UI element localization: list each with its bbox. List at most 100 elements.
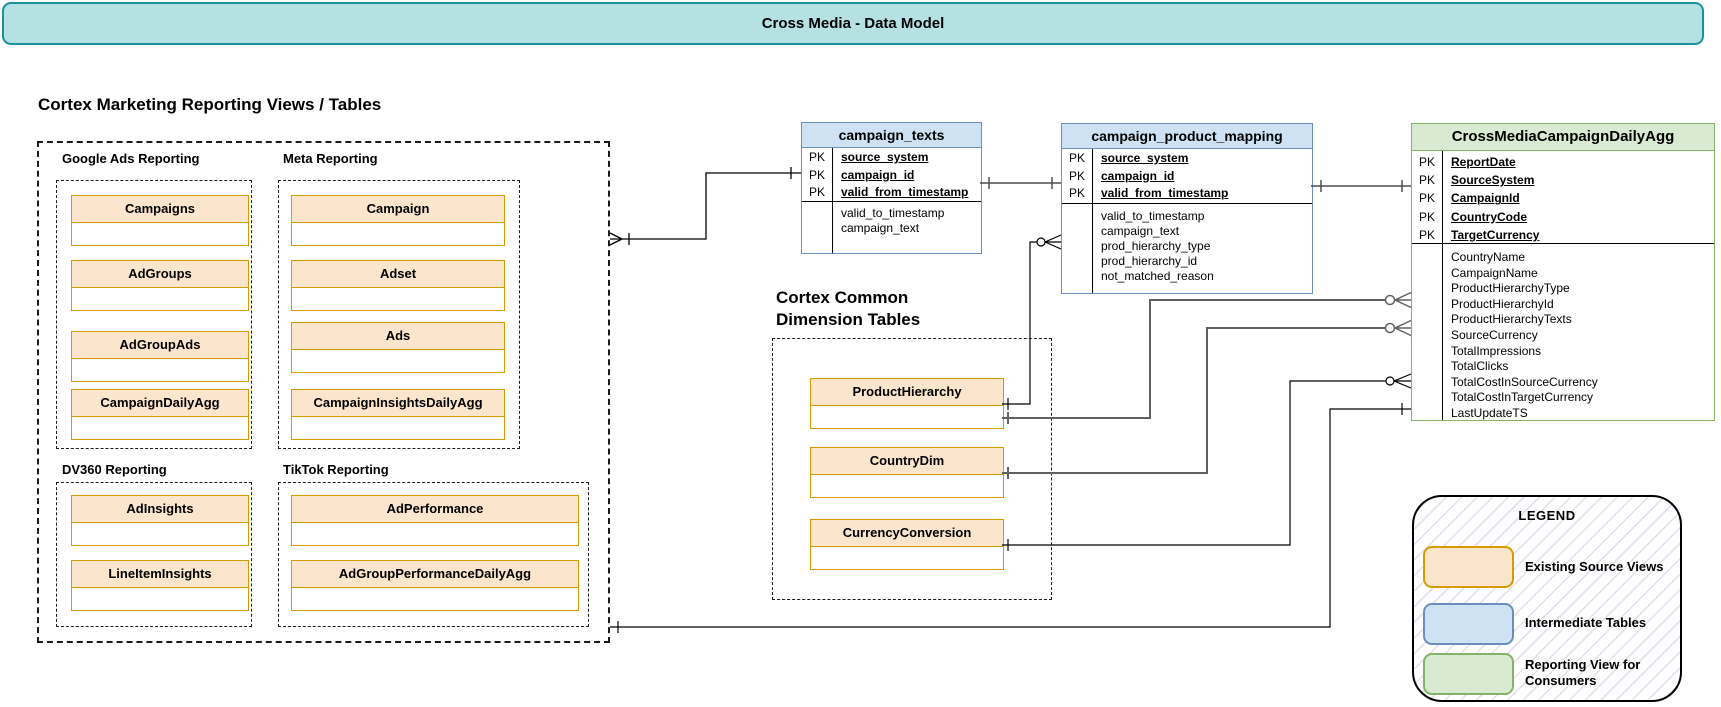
entity-body — [292, 350, 504, 372]
entity-lineiteminsights: LineItemInsights — [71, 560, 249, 611]
entity-body — [811, 547, 1003, 569]
field: campaign_text — [841, 221, 920, 235]
legend-swatch-existing-source-views — [1423, 546, 1514, 588]
pk-fields: source_system campaign_id valid_from_tim… — [1093, 149, 1312, 203]
pk-label: PK — [808, 185, 825, 200]
field: TotalImpressions — [1451, 343, 1542, 358]
entity-body — [72, 588, 248, 610]
rel-marketing-to-campaign-texts — [609, 167, 801, 246]
dimensions-heading-line2: Dimension Tables — [776, 310, 921, 329]
pk-section: PK PK PK source_system campaign_id valid… — [1062, 149, 1312, 204]
entity-title: AdPerformance — [292, 496, 578, 523]
field: campaign_id — [841, 167, 915, 182]
entity-body — [292, 523, 578, 545]
pk-label: PK — [1068, 186, 1085, 201]
group-label-google-ads: Google Ads Reporting — [62, 151, 200, 166]
entity-campaigninsightsdailyagg: CampaignInsightsDailyAgg — [291, 389, 505, 440]
table-crossmediacampaigndailyagg: CrossMediaCampaignDailyAgg PK PK PK PK P… — [1411, 123, 1715, 421]
entity-body — [72, 223, 248, 245]
legend-label: Reporting View for Consumers — [1525, 657, 1641, 688]
field: TotalCostInSourceCurrency — [1451, 374, 1598, 389]
marketing-section-box — [37, 141, 610, 643]
field: SourceCurrency — [1451, 327, 1538, 342]
pk-column-empty — [802, 202, 833, 253]
group-label-meta: Meta Reporting — [283, 151, 378, 166]
entity-title: Campaigns — [72, 196, 248, 223]
pk-label: PK — [808, 167, 825, 182]
field: prod_hierarchy_type — [1101, 239, 1211, 253]
pk-section: PK PK PK PK PK ReportDate SourceSystem C… — [1412, 151, 1714, 244]
entity-title: AdInsights — [72, 496, 248, 523]
entity-body — [72, 288, 248, 310]
pk-label: PK — [1418, 227, 1435, 242]
field: not_matched_reason — [1101, 269, 1214, 283]
title-banner: Cross Media - Data Model — [2, 2, 1704, 45]
legend: LEGEND Existing Source Views Intermediat… — [1412, 495, 1682, 702]
field: valid_from_timestamp — [841, 185, 969, 200]
field: prod_hierarchy_id — [1101, 254, 1198, 268]
entity-body — [292, 288, 504, 310]
dimensions-heading-line1: Cortex Common — [776, 288, 909, 307]
field: campaign_id — [1101, 168, 1175, 183]
entity-adset: Adset — [291, 260, 505, 311]
pk-column-empty — [1062, 204, 1093, 293]
pk-label: PK — [1068, 151, 1085, 165]
field: ProductHierarchyTexts — [1451, 312, 1572, 327]
legend-label: Intermediate Tables — [1525, 615, 1647, 630]
pk-column: PK PK PK — [1062, 149, 1093, 203]
entity-title: CurrencyConversion — [811, 520, 1003, 547]
entity-title: AdGroupPerformanceDailyAgg — [292, 561, 578, 588]
body-section: CountryName CampaignName ProductHierarch… — [1412, 244, 1714, 420]
group-box-google-ads — [56, 180, 252, 449]
field: campaign_text — [1101, 224, 1180, 238]
entity-title: ProductHierarchy — [811, 379, 1003, 406]
pk-column-empty — [1412, 244, 1443, 420]
entity-body — [292, 223, 504, 245]
legend-swatch-reporting-view — [1423, 653, 1514, 695]
entity-body — [72, 417, 248, 439]
rel-countrydim-to-cross — [1002, 319, 1412, 479]
field: SourceSystem — [1451, 173, 1535, 188]
field: TotalCostInTargetCurrency — [1451, 390, 1594, 405]
field: valid_from_timestamp — [1101, 186, 1229, 201]
pk-label: PK — [1418, 173, 1435, 188]
pk-label: PK — [1418, 155, 1435, 169]
entity-producthierarchy: ProductHierarchy — [810, 378, 1004, 429]
body-section: valid_to_timestamp campaign_text prod_hi… — [1062, 204, 1312, 293]
entity-adgroups: AdGroups — [71, 260, 249, 311]
entity-body — [292, 417, 504, 439]
entity-adinsights: AdInsights — [71, 495, 249, 546]
entity-body — [811, 406, 1003, 428]
entity-title: Adset — [292, 261, 504, 288]
entity-body — [72, 523, 248, 545]
entity-campaigns: Campaigns — [71, 195, 249, 246]
entity-title: Campaign — [292, 196, 504, 223]
group-box-tiktok — [278, 482, 589, 627]
field: CountryCode — [1451, 209, 1527, 224]
pk-fields: source_system campaign_id valid_from_tim… — [833, 148, 981, 201]
entity-currencyconversion: CurrencyConversion — [810, 519, 1004, 570]
field: TargetCurrency — [1451, 227, 1540, 242]
table-campaign-product-mapping: campaign_product_mapping PK PK PK source… — [1061, 123, 1313, 294]
field: ReportDate — [1451, 155, 1516, 169]
entity-ads: Ads — [291, 322, 505, 373]
diagram-title: Cross Media - Data Model — [761, 15, 945, 32]
table-title: campaign_product_mapping — [1062, 124, 1312, 149]
field: ProductHierarchyId — [1451, 296, 1554, 311]
pk-label: PK — [1418, 191, 1435, 206]
fields: valid_to_timestamp campaign_text — [833, 202, 981, 253]
entity-campaign: Campaign — [291, 195, 505, 246]
entity-body — [292, 588, 578, 610]
marketing-section-heading: Cortex Marketing Reporting Views / Table… — [38, 95, 382, 114]
table-title: CrossMediaCampaignDailyAgg — [1412, 124, 1714, 151]
field: CountryName — [1451, 250, 1526, 264]
pk-column: PK PK PK PK PK — [1412, 151, 1443, 243]
field: TotalClicks — [1451, 359, 1509, 374]
entity-title: CampaignDailyAgg — [72, 390, 248, 417]
pk-section: PK PK PK source_system campaign_id valid… — [802, 148, 981, 202]
legend-swatch-intermediate-tables — [1423, 603, 1514, 645]
legend-label: Existing Source Views — [1525, 559, 1664, 574]
field: CampaignId — [1451, 191, 1520, 206]
group-label-dv360: DV360 Reporting — [62, 462, 167, 477]
